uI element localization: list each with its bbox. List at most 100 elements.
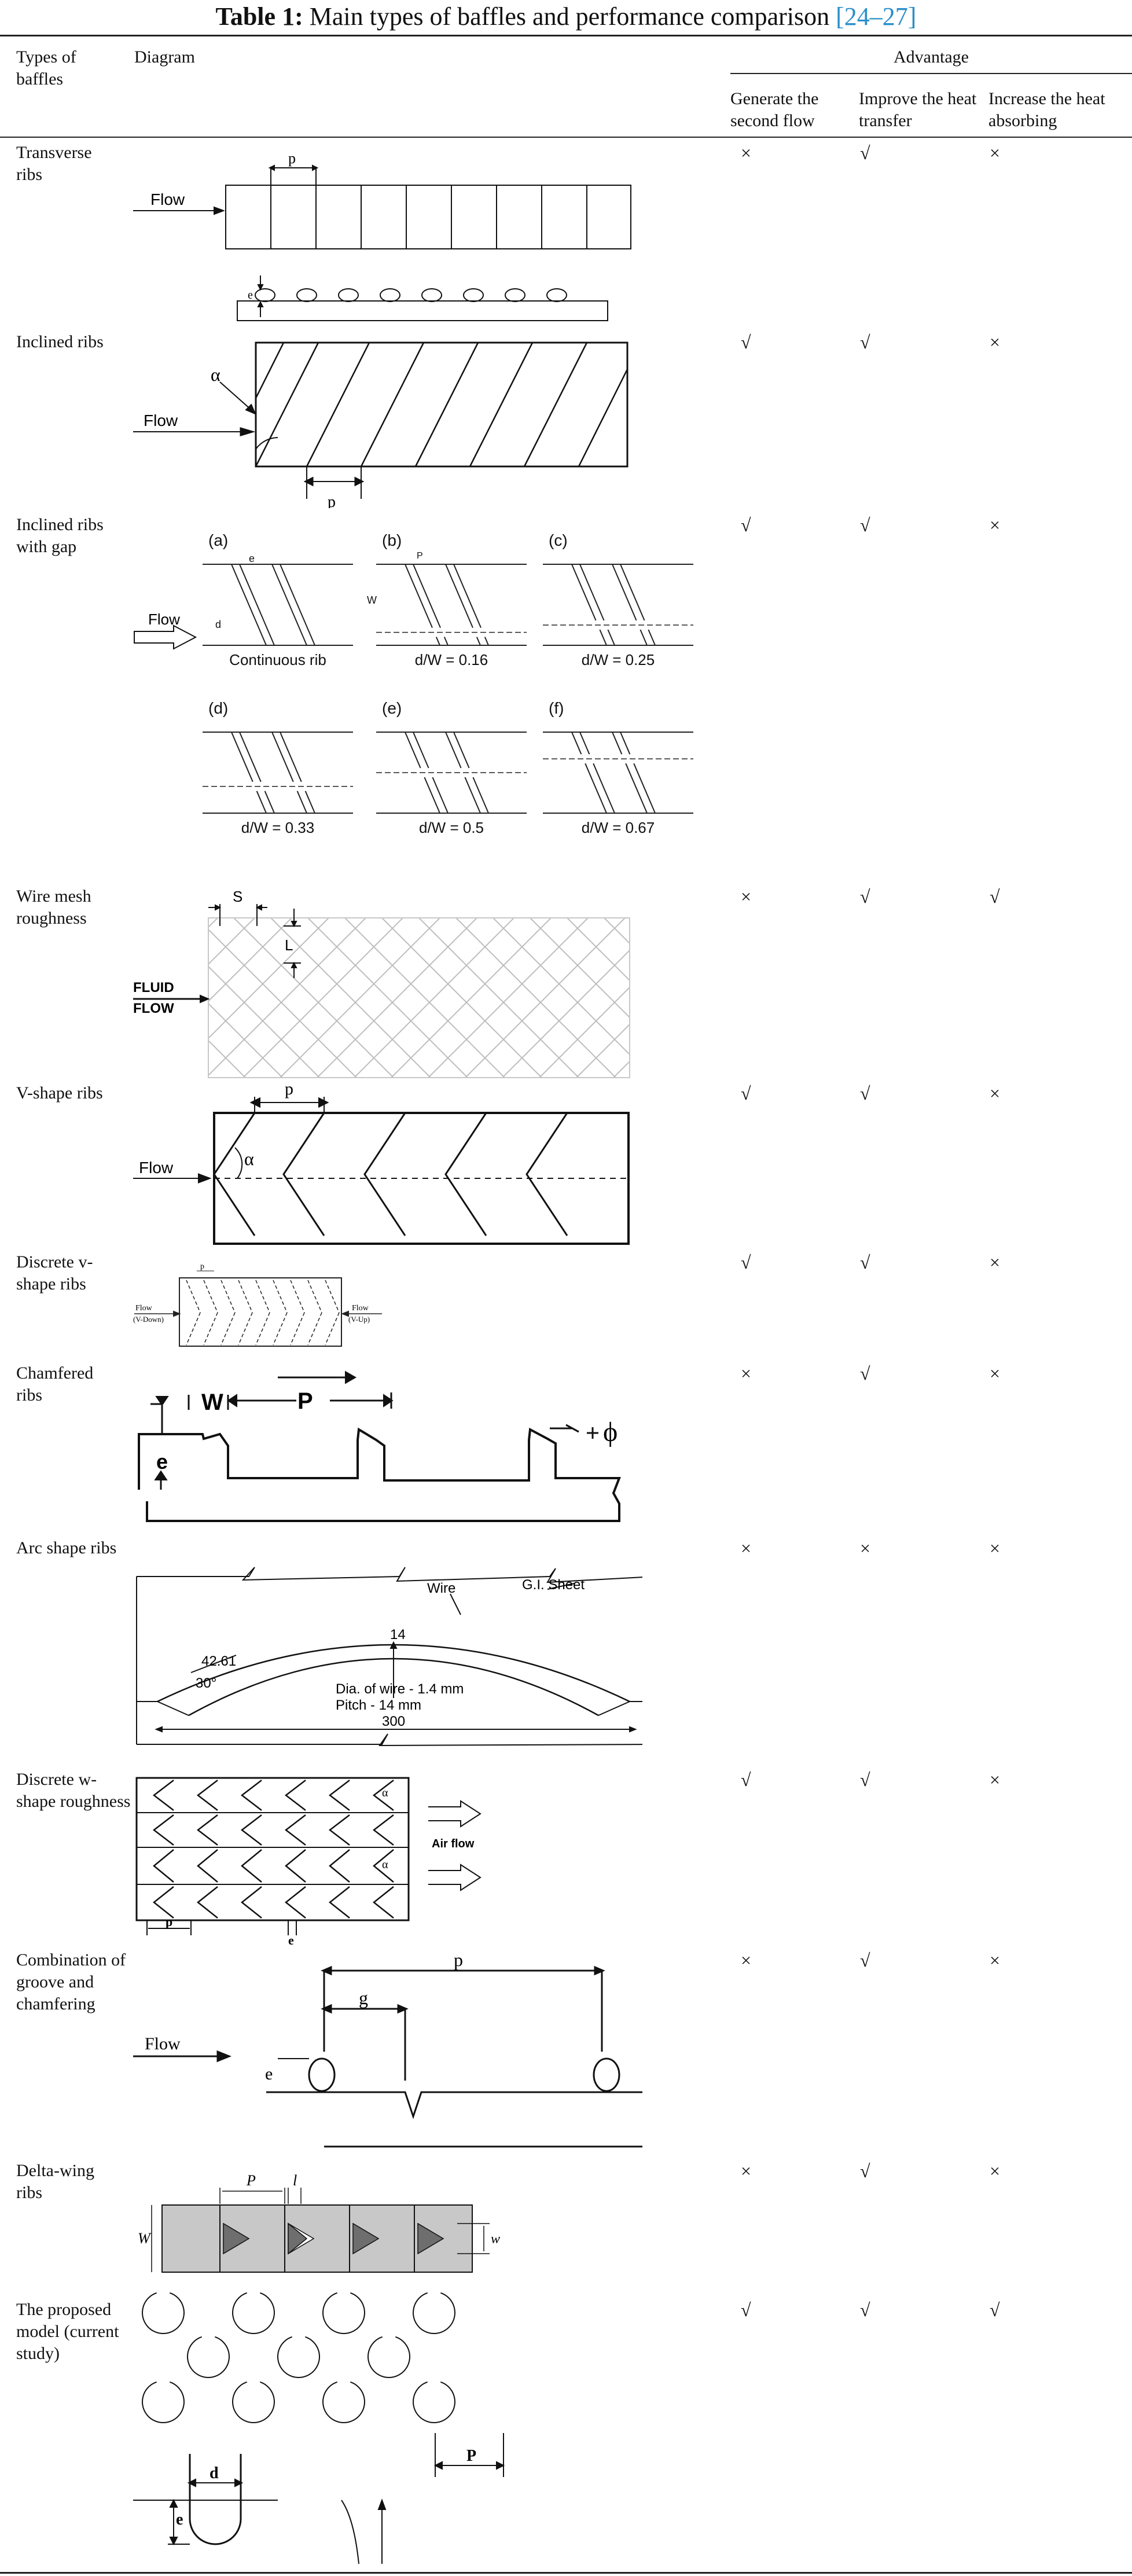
open-ring-baffle — [413, 2292, 455, 2334]
pitch-label: p — [200, 1262, 204, 1271]
w-chevron — [284, 1886, 306, 1919]
gap-width-label: W — [367, 594, 377, 606]
pitch-label: p — [328, 493, 336, 508]
flow-label: Flow — [148, 611, 180, 628]
mark-heat-absorbing: × — [990, 1538, 1001, 1559]
height-label: e — [176, 2511, 183, 2529]
discrete-rib — [307, 1312, 322, 1346]
sheet-label: G.I. Sheet — [522, 1577, 585, 1593]
table-caption: Table 1: Main types of baffles and perfo… — [0, 0, 1132, 34]
angle-label: α — [244, 1148, 254, 1169]
fluid-label: FLUID — [133, 980, 174, 995]
caption-reference-link[interactable]: [24–27] — [836, 2, 917, 31]
flow-label: Flow — [139, 1159, 174, 1177]
mark-heat-absorbing: × — [990, 1363, 1001, 1384]
mark-heat-transfer: √ — [860, 1769, 870, 1790]
open-ring-baffle — [232, 2381, 275, 2423]
panel-caption: d/W = 0.67 — [582, 819, 655, 836]
wire-label: Wire — [427, 1581, 455, 1596]
discrete-rib — [255, 1312, 270, 1346]
gap-panel: (a)Continuous rib — [203, 531, 353, 668]
panel-label: (c) — [549, 531, 568, 549]
diagram-discrete-w-shape: Air flow p e α α — [135, 1777, 482, 1946]
w-chevron — [372, 1886, 394, 1919]
w-chevron — [152, 1886, 174, 1919]
w-chevron — [285, 1849, 306, 1883]
panel-label: (f) — [549, 699, 564, 717]
w-chevron — [328, 1780, 350, 1811]
mark-heat-transfer: √ — [860, 2160, 870, 2181]
mark-second-flow: × — [741, 886, 752, 907]
row-label: Arc shape ribs — [16, 1538, 117, 1557]
w-chevron — [328, 1814, 350, 1846]
discrete-rib — [290, 1280, 305, 1313]
row-label: Discrete v-shape ribs — [16, 1252, 93, 1293]
flow-label: Flow — [145, 2034, 181, 2053]
discrete-rib — [220, 1312, 236, 1346]
row-label: Inclined ribs with gap — [16, 515, 104, 556]
discrete-rib — [203, 1312, 218, 1346]
length-label: L — [285, 936, 293, 954]
wire-diameter-label: Dia. of wire - 1.4 mm — [336, 1681, 464, 1697]
discrete-rib — [238, 1312, 253, 1346]
mark-heat-absorbing: × — [990, 1252, 1001, 1273]
pitch-label: P — [246, 2172, 256, 2189]
rib-sections — [255, 288, 567, 302]
flow-label: Flow — [144, 411, 178, 429]
flow-up-sub-label: (V-Up) — [348, 1315, 370, 1324]
panel-caption: d/W = 0.5 — [419, 819, 484, 836]
discrete-rib — [273, 1280, 288, 1313]
open-ring-baffle — [413, 2381, 455, 2423]
open-ring-baffle — [142, 2381, 185, 2423]
diagram-chamfered-ribs: W P e ϕ — [138, 1370, 621, 1522]
header-rule — [0, 137, 1132, 138]
panel-label: (b) — [382, 531, 402, 549]
chord-label: 42.61 — [201, 1653, 236, 1669]
inclined-rib-lines — [255, 342, 629, 467]
angle-label: α — [211, 364, 220, 385]
gap-pitch-label: P — [417, 551, 423, 561]
mark-heat-absorbing: × — [990, 1769, 1001, 1790]
discrete-rib — [186, 1280, 201, 1313]
flow-down-sub-label: (V-Down) — [133, 1315, 164, 1324]
bottom-rule — [0, 2572, 1132, 2574]
v-rib-lines — [213, 1112, 568, 1236]
column-header-diagram: Diagram — [134, 47, 195, 67]
column-header-heat-absorbing: Increase the heat absorbing — [988, 89, 1105, 130]
open-ring-baffle — [322, 2381, 365, 2423]
diagram-transverse-ribs: Flow p e — [133, 150, 631, 321]
gap-panel: (c)d/W = 0.25 — [543, 531, 693, 668]
mark-heat-absorbing: × — [990, 2160, 1001, 2181]
wire-pitch-label: Pitch - 14 mm — [336, 1697, 421, 1713]
mark-heat-absorbing: × — [990, 1083, 1001, 1104]
open-ring-baffle — [232, 2292, 275, 2334]
panel-caption: d/W = 0.16 — [415, 651, 488, 668]
column-header-heat-transfer: Improve the heat transfer — [859, 89, 977, 130]
mark-heat-absorbing: × — [990, 1950, 1001, 1971]
rib-dividers — [270, 185, 587, 249]
panel-label: (e) — [382, 699, 402, 717]
w-chevron — [153, 1849, 174, 1883]
height-label: e — [265, 2064, 273, 2083]
mark-heat-transfer: √ — [860, 1083, 870, 1104]
open-ring-baffle — [277, 2336, 320, 2378]
row-label: Discrete w-shape roughness — [16, 1770, 131, 1811]
angle-label-bottom: α — [382, 1858, 388, 1871]
rise-label: 14 — [390, 1627, 406, 1642]
w-chevron — [372, 1814, 394, 1846]
diameter-label: d — [210, 2464, 219, 2482]
w-chevron — [240, 1886, 262, 1919]
pitch-label: p — [454, 1953, 463, 1970]
gap-panel: (b) d/W = 0.16 — [376, 531, 527, 668]
flow-label: FLOW — [133, 1001, 174, 1016]
pitch-label: p — [285, 1084, 293, 1098]
w-chevron — [152, 1780, 174, 1811]
w-chevron — [328, 1886, 350, 1919]
w-chevron — [197, 1849, 218, 1883]
air-flow-label: Air flow — [432, 1838, 475, 1850]
open-ring-baffle — [187, 2336, 230, 2378]
mark-second-flow: × — [741, 2160, 752, 2181]
row-label: Chamfered ribs — [16, 1364, 94, 1405]
gap-panel: (d)d/W = 0.33 — [203, 699, 353, 836]
chamfer-angle-label: ϕ — [603, 1417, 618, 1447]
